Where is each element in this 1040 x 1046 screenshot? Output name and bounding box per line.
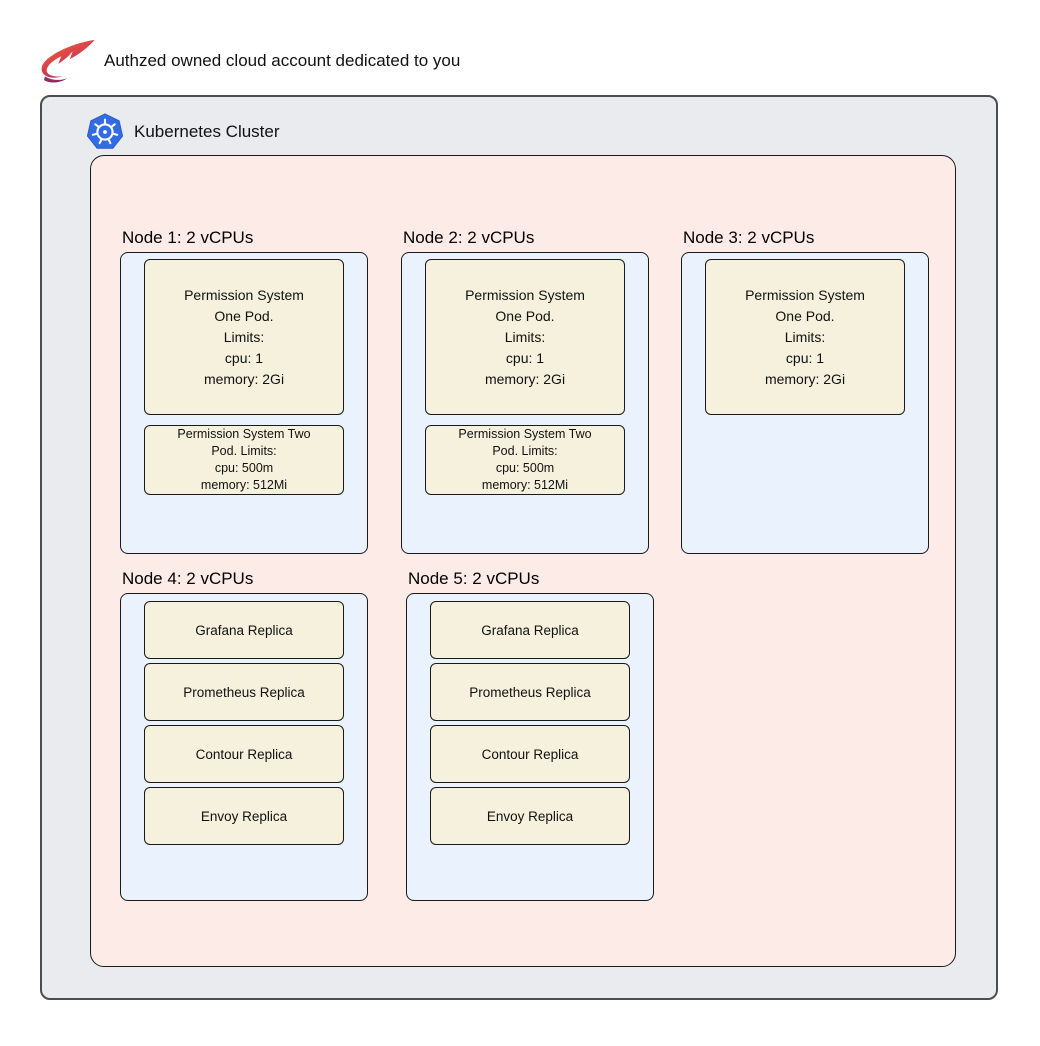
- node-5: Node 5: 2 vCPUs Grafana Replica Promethe…: [406, 569, 654, 901]
- node-3-box: Permission System One Pod. Limits: cpu: …: [681, 252, 929, 554]
- node-5-box: Grafana Replica Prometheus Replica Conto…: [406, 593, 654, 901]
- pod-prometheus-replica: Prometheus Replica: [430, 663, 630, 721]
- pod-permission-system-one: Permission System One Pod. Limits: cpu: …: [705, 259, 905, 415]
- pod-envoy-replica: Envoy Replica: [430, 787, 630, 845]
- pod-envoy-replica: Envoy Replica: [144, 787, 344, 845]
- cloud-account-box: Kubernetes Cluster Node 1: 2 vCPUs Permi…: [40, 95, 998, 1000]
- node-2: Node 2: 2 vCPUs Permission System One Po…: [401, 228, 649, 554]
- pod-grafana-replica: Grafana Replica: [144, 601, 344, 659]
- pod-permission-system-two: Permission System Two Pod. Limits: cpu: …: [425, 425, 625, 495]
- header: Authzed owned cloud account dedicated to…: [34, 38, 460, 84]
- cluster-title: Kubernetes Cluster: [134, 122, 280, 141]
- node-5-label: Node 5: 2 vCPUs: [408, 569, 540, 588]
- pod-permission-system-two: Permission System Two Pod. Limits: cpu: …: [144, 425, 344, 495]
- pod-grafana-replica: Grafana Replica: [430, 601, 630, 659]
- node-4: Node 4: 2 vCPUs Grafana Replica Promethe…: [120, 569, 368, 901]
- node-4-box: Grafana Replica Prometheus Replica Conto…: [120, 593, 368, 901]
- node-1-box: Permission System One Pod. Limits: cpu: …: [120, 252, 368, 554]
- pod-prometheus-replica: Prometheus Replica: [144, 663, 344, 721]
- cluster-header: Kubernetes Cluster: [86, 113, 280, 151]
- pod-permission-system-one: Permission System One Pod. Limits: cpu: …: [425, 259, 625, 415]
- pod-contour-replica: Contour Replica: [144, 725, 344, 783]
- node-4-label: Node 4: 2 vCPUs: [122, 569, 254, 588]
- node-3: Node 3: 2 vCPUs Permission System One Po…: [681, 228, 929, 554]
- pod-contour-replica: Contour Replica: [430, 725, 630, 783]
- authzed-logo-icon: [34, 38, 98, 84]
- node-3-label: Node 3: 2 vCPUs: [683, 228, 815, 247]
- node-2-label: Node 2: 2 vCPUs: [403, 228, 535, 247]
- node-1: Node 1: 2 vCPUs Permission System One Po…: [120, 228, 368, 554]
- diagram-title: Authzed owned cloud account dedicated to…: [104, 51, 461, 70]
- node-2-box: Permission System One Pod. Limits: cpu: …: [401, 252, 649, 554]
- kubernetes-logo-icon: [86, 113, 124, 151]
- node-1-label: Node 1: 2 vCPUs: [122, 228, 254, 247]
- pod-permission-system-one: Permission System One Pod. Limits: cpu: …: [144, 259, 344, 415]
- kubernetes-cluster-box: Node 1: 2 vCPUs Permission System One Po…: [90, 155, 956, 967]
